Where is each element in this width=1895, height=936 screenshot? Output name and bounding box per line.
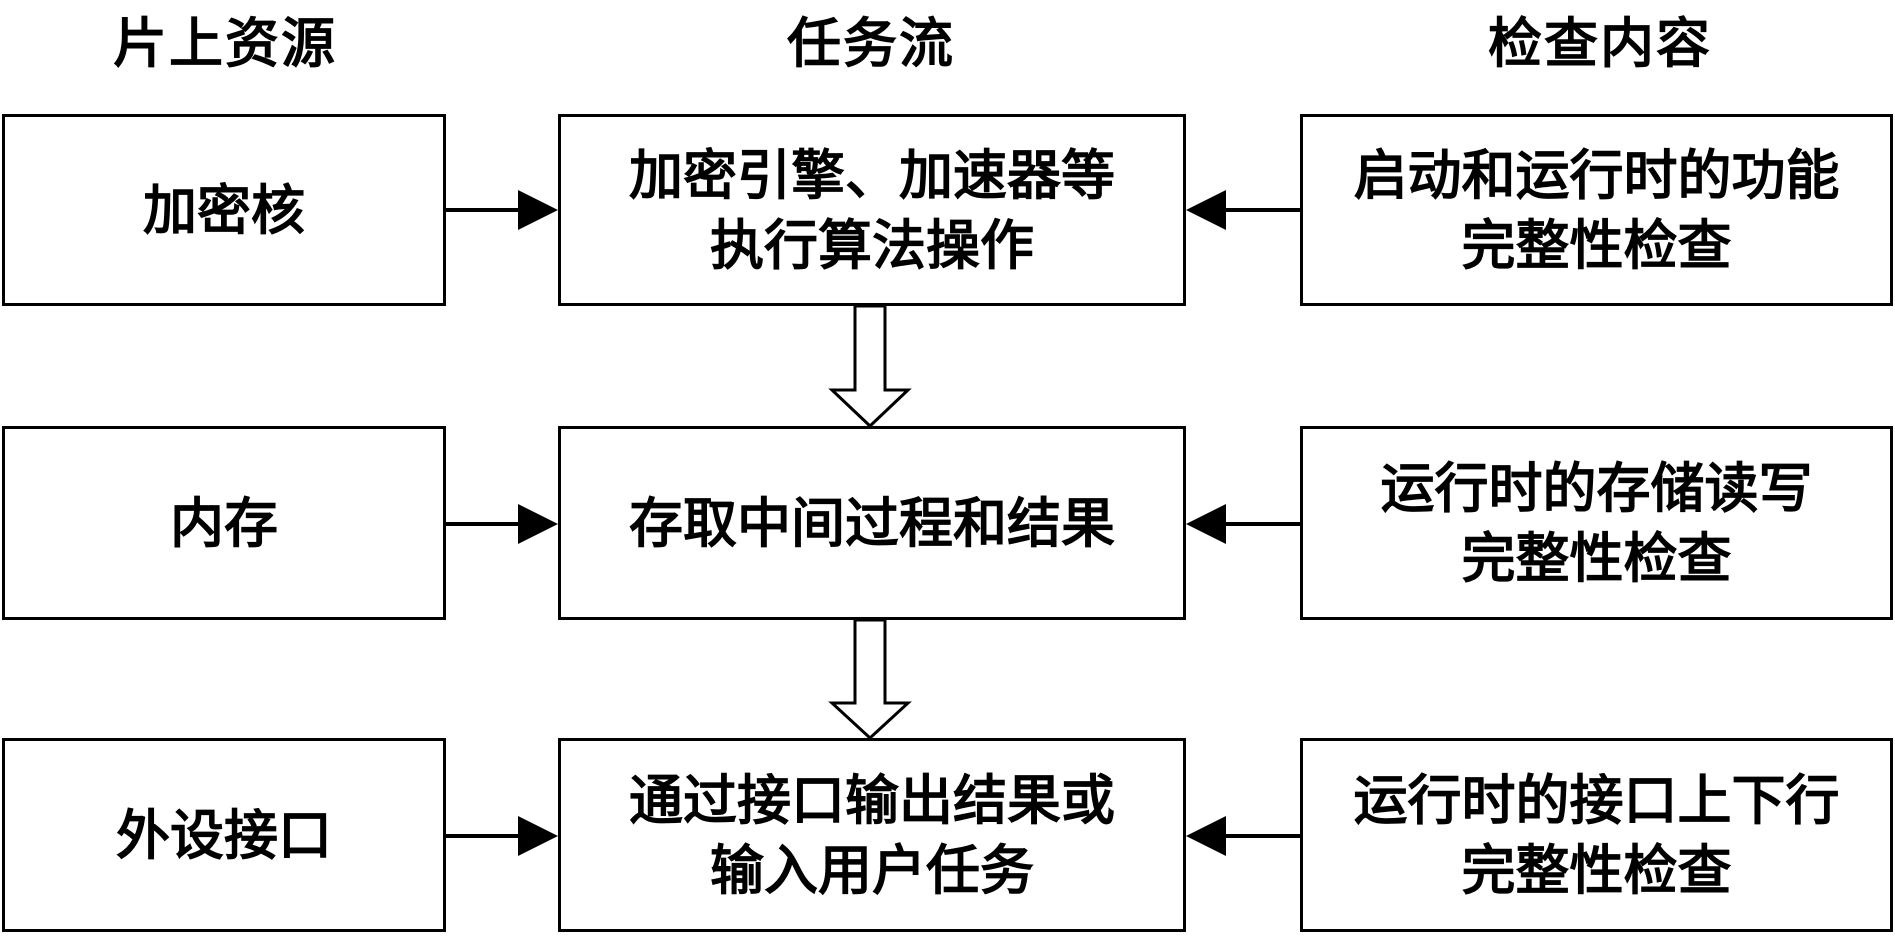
check-label: 运行时的接口上下行 完整性检查 xyxy=(1353,768,1840,902)
resource-label: 内存 xyxy=(170,491,278,555)
arrowhead-check-to-task-3 xyxy=(1186,816,1226,856)
resource-box-crypto-core: 加密核 xyxy=(2,114,446,306)
check-box-interface-integrity: 运行时的接口上下行 完整性检查 xyxy=(1300,738,1893,932)
check-label: 启动和运行时的功能 完整性检查 xyxy=(1353,143,1840,277)
task-label: 通过接口输出结果或 输入用户任务 xyxy=(629,768,1115,902)
header-check-content: 检查内容 xyxy=(1488,11,1712,75)
flow-arrow-task-1-to-2 xyxy=(828,304,912,429)
header-task-flow: 任务流 xyxy=(787,11,955,75)
resource-label: 加密核 xyxy=(143,178,305,242)
arrowhead-resource-to-task-2 xyxy=(518,504,558,544)
arrowhead-check-to-task-1 xyxy=(1186,190,1226,230)
task-box-interface-io: 通过接口输出结果或 输入用户任务 xyxy=(558,738,1186,932)
resource-box-memory: 内存 xyxy=(2,426,446,620)
arrowhead-resource-to-task-3 xyxy=(518,816,558,856)
check-label: 运行时的存储读写 完整性检查 xyxy=(1380,456,1813,590)
task-box-store-results: 存取中间过程和结果 xyxy=(558,426,1186,620)
arrowhead-resource-to-task-1 xyxy=(518,190,558,230)
flow-arrow-task-2-to-3 xyxy=(828,618,912,741)
check-box-storage-integrity: 运行时的存储读写 完整性检查 xyxy=(1300,426,1893,620)
resource-label: 外设接口 xyxy=(116,803,332,867)
task-box-algorithm-ops: 加密引擎、加速器等 执行算法操作 xyxy=(558,114,1186,306)
arrowhead-check-to-task-2 xyxy=(1186,504,1226,544)
resource-box-peripheral-interface: 外设接口 xyxy=(2,738,446,932)
task-label: 加密引擎、加速器等 执行算法操作 xyxy=(629,143,1115,277)
check-box-functional-integrity: 启动和运行时的功能 完整性检查 xyxy=(1300,114,1893,306)
header-onchip-resources: 片上资源 xyxy=(113,11,337,75)
task-label: 存取中间过程和结果 xyxy=(629,491,1115,555)
